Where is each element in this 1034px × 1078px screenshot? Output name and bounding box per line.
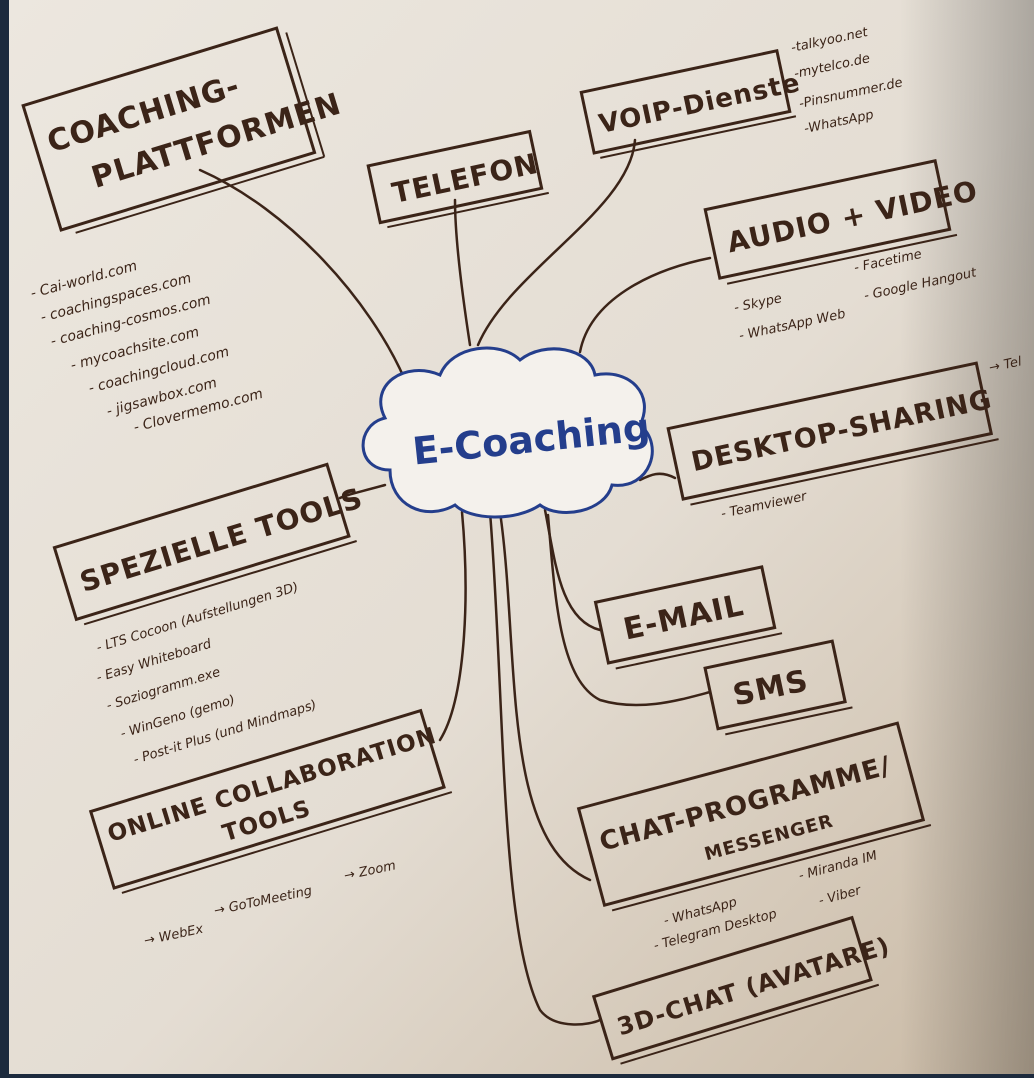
note-item: → Tel	[988, 354, 1024, 376]
paper-sheet	[8, 0, 1034, 1074]
center-cloud: E-Coaching	[361, 346, 654, 519]
cloud-outline	[361, 346, 654, 519]
frame-left	[0, 0, 9, 1074]
connector-lines	[198, 138, 712, 1026]
paper-shadow	[900, 0, 1034, 1074]
